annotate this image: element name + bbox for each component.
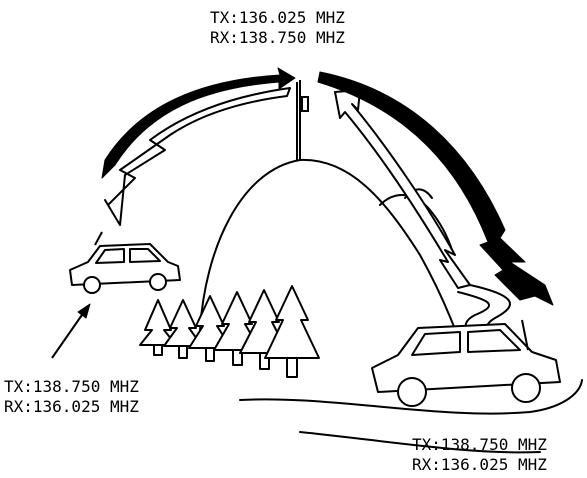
top-station-rx: RX:138.750 MHZ: [210, 28, 345, 48]
top-station-tx: TX:136.025 MHZ: [210, 8, 345, 28]
forest-icon: [140, 286, 319, 377]
car-right-icon: [372, 320, 560, 406]
left-station-tx: TX:138.750 MHZ: [4, 377, 139, 397]
antenna-tower-icon: [297, 80, 308, 160]
car-left-icon: [70, 232, 180, 293]
top-station-frequency-label: TX:136.025 MHZ RX:138.750 MHZ: [210, 8, 345, 48]
left-station-rx: RX:136.025 MHZ: [4, 397, 139, 417]
pointer-arrow: [52, 312, 84, 358]
left-station-frequency-label: TX:138.750 MHZ RX:136.025 MHZ: [4, 377, 139, 417]
pointer-arrowhead: [78, 304, 90, 318]
right-station-tx: TX:138.750 MHZ: [412, 435, 547, 455]
right-station-rx: RX:136.025 MHZ: [412, 455, 547, 475]
rx-arrow-left-open: [105, 88, 290, 225]
right-station-frequency-label: TX:138.750 MHZ RX:136.025 MHZ: [412, 435, 547, 475]
